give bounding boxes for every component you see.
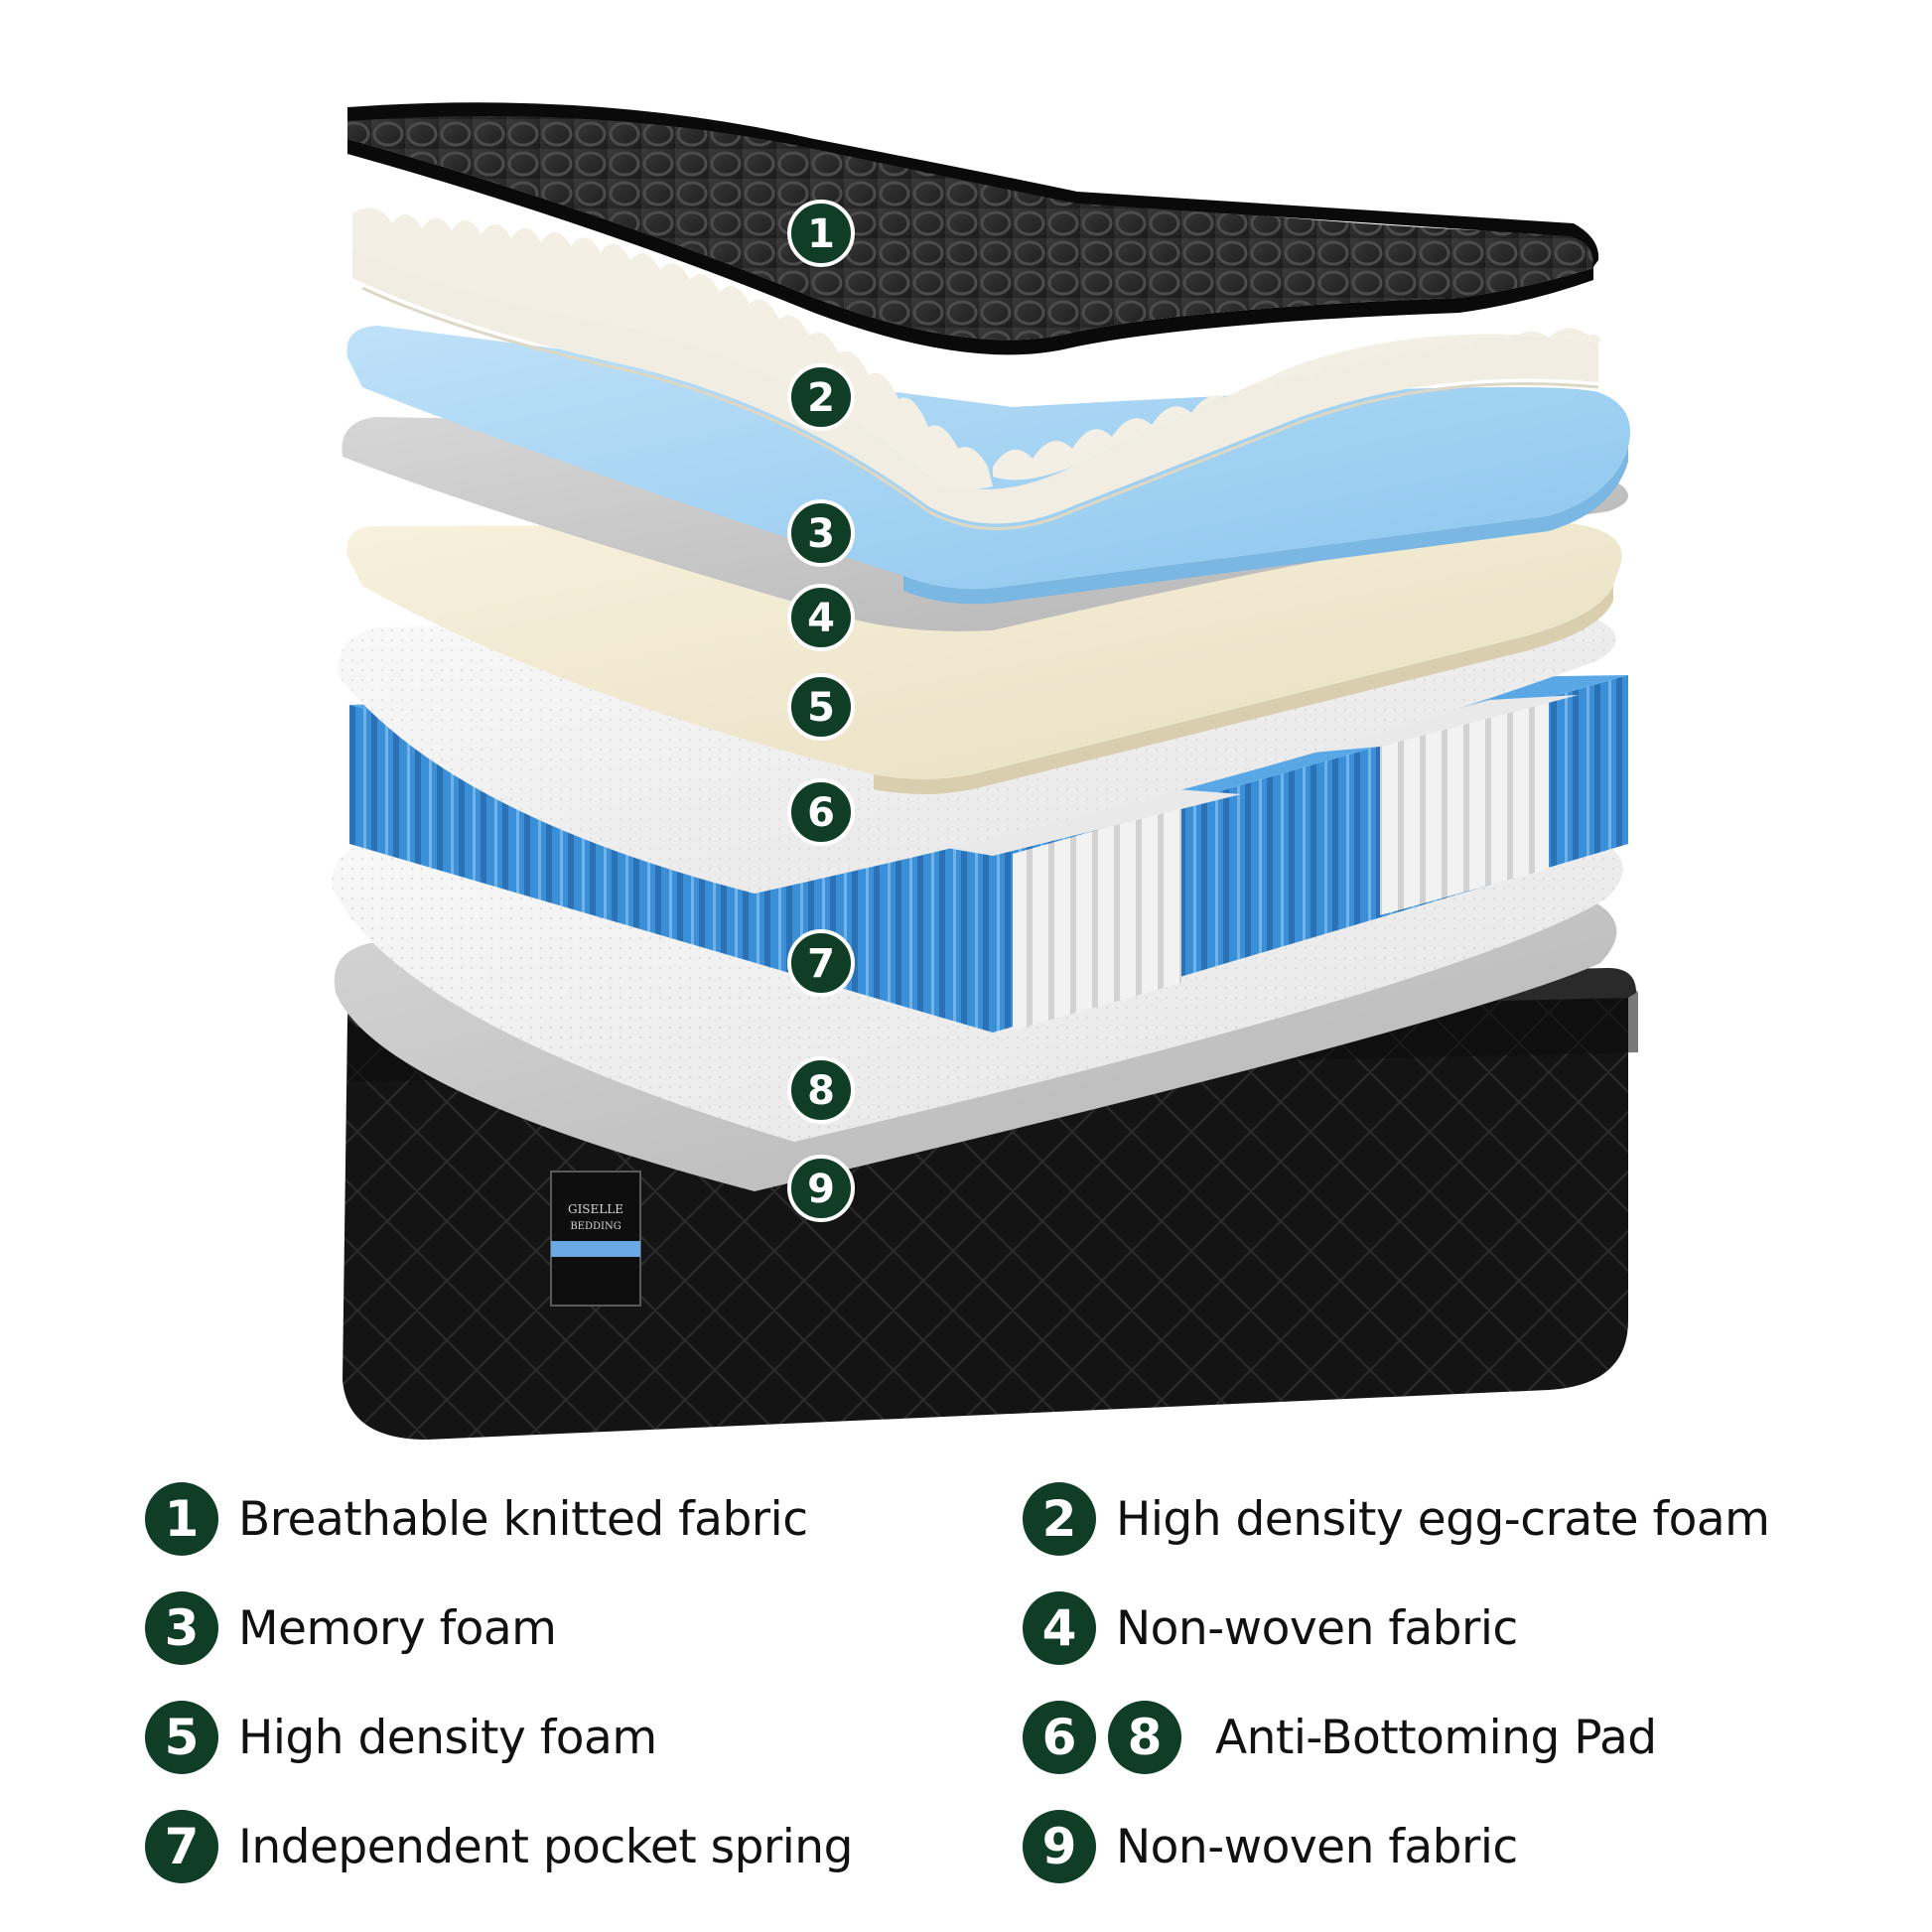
brand-label: GISELLE BEDDING (550, 1171, 641, 1307)
layer-3-memory-foam (346, 326, 1630, 590)
diagram-badge-6: 6 (787, 778, 855, 846)
layer-2-egg-crate (352, 207, 1600, 530)
diagram-badge-3: 3 (787, 499, 855, 567)
legend-badge: 1 (145, 1482, 218, 1556)
diagram-badge-4: 4 (787, 584, 855, 651)
svg-text:2: 2 (807, 375, 835, 421)
svg-text:9: 9 (807, 1167, 835, 1212)
svg-text:8: 8 (807, 1068, 835, 1114)
svg-text:4: 4 (807, 596, 835, 641)
legend-label: High density egg-crate foam (1116, 1491, 1770, 1547)
legend-badge: 4 (1023, 1591, 1096, 1665)
brand-name-line1: GISELLE (568, 1202, 623, 1216)
legend-item-3: 3 Memory foam (145, 1587, 557, 1670)
diagram-badge-7: 7 (787, 929, 855, 997)
legend-label: High density foam (238, 1710, 657, 1765)
legend-label: Non-woven fabric (1116, 1819, 1518, 1874)
legend-item-7: 7 Independent pocket spring (145, 1805, 853, 1888)
svg-text:5: 5 (807, 685, 835, 731)
diagram-badge-1: 1 (787, 200, 855, 267)
legend-badge: 6 (1023, 1701, 1096, 1774)
legend-label: Independent pocket spring (238, 1819, 853, 1874)
svg-text:6: 6 (807, 790, 835, 836)
diagram-badge-9: 9 (787, 1155, 855, 1222)
brand-name-line2: BEDDING (570, 1221, 621, 1232)
svg-text:7: 7 (807, 941, 835, 987)
legend-label: Breathable knitted fabric (238, 1491, 808, 1547)
diagram-badge-8: 8 (787, 1056, 855, 1124)
legend-badge: 9 (1023, 1810, 1096, 1883)
legend-item-9: 9 Non-woven fabric (1023, 1805, 1518, 1888)
diagram-badge-2: 2 (787, 363, 855, 431)
legend-label: Non-woven fabric (1116, 1600, 1518, 1656)
layer-5-high-density-foam (346, 521, 1622, 779)
diagram-badge-5: 5 (787, 673, 855, 741)
svg-text:3: 3 (807, 511, 835, 557)
legend-badge: 2 (1023, 1482, 1096, 1556)
legend-label: Anti-Bottoming Pad (1215, 1710, 1657, 1765)
layer-1-knitted-fabric (347, 102, 1599, 355)
legend-badge: 3 (145, 1591, 218, 1665)
legend-badge: 5 (145, 1701, 218, 1774)
legend-item-5: 5 High density foam (145, 1696, 657, 1779)
legend-item-1: 1 Breathable knitted fabric (145, 1477, 808, 1561)
legend-item-6-8: 6 8 Anti-Bottoming Pad (1023, 1696, 1657, 1779)
svg-text:1: 1 (807, 211, 835, 257)
legend-badge: 8 (1108, 1701, 1181, 1774)
legend-item-2: 2 High density egg-crate foam (1023, 1477, 1770, 1561)
legend-item-4: 4 Non-woven fabric (1023, 1587, 1518, 1670)
legend-label: Memory foam (238, 1600, 557, 1656)
diagram-badges: 1 2 3 4 5 6 7 8 9 (787, 200, 855, 1222)
legend-badge: 7 (145, 1810, 218, 1883)
